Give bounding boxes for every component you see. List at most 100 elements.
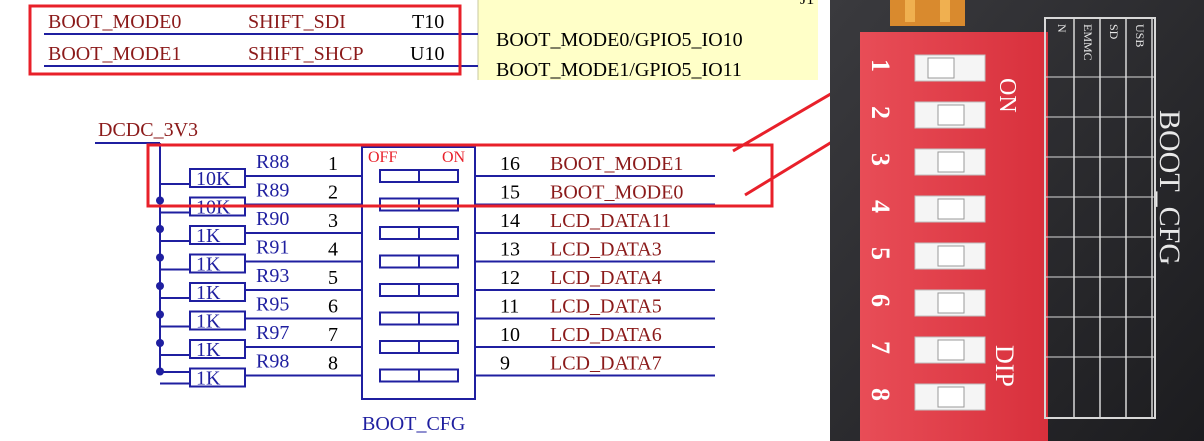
photo-dip-label: DIP — [990, 345, 1019, 387]
resistor-value: 1K — [196, 282, 221, 304]
boot-table: BOOT_MODE0 SHIFT_SDI T10 BOOT_MODE1 SHIF… — [28, 4, 743, 81]
pin-right-number: 12 — [500, 267, 520, 289]
photo-switch-knob — [937, 292, 965, 314]
resistor-ref: R91 — [256, 237, 289, 259]
dip-red-body — [860, 32, 1048, 441]
resistor-value: 1K — [196, 311, 221, 333]
net-name: BOOT_MODE1 — [550, 153, 683, 175]
pin-left-number: 6 — [328, 296, 338, 318]
resistor-ref: R97 — [256, 322, 289, 344]
silk-header: N — [1055, 24, 1069, 33]
photo-switch-knob — [937, 104, 965, 126]
boot-table-function-1: SHIFT_SHCP — [248, 43, 364, 65]
photo-switch-knob — [937, 245, 965, 267]
resistor-box — [189, 253, 246, 274]
resistor-box — [189, 282, 246, 302]
net-name: LCD_DATA7 — [550, 353, 662, 375]
resistor-ref: R95 — [256, 294, 289, 316]
silkscreen-table: N EMMC SD USB — [1044, 17, 1156, 419]
board-label: BOOT_CFG — [1153, 110, 1186, 265]
dip-switch-levers: 1 2 3 4 5 6 7 8 — [866, 54, 986, 411]
pin-right-number: 11 — [500, 296, 519, 318]
pin-right-number: 9 — [500, 353, 510, 375]
photo-switch-knob — [927, 57, 955, 79]
resistor-value: 1K — [196, 254, 221, 276]
photo-switch-knob — [937, 198, 965, 220]
photo-switch-number: 6 — [866, 294, 895, 307]
resistor-box — [189, 339, 246, 359]
boot-table-pin-1: U10 — [410, 43, 444, 65]
dip-switch-name: BOOT_CFG — [362, 413, 465, 435]
photo-switch-number: 2 — [866, 106, 895, 119]
pin-right-number: 15 — [500, 182, 520, 204]
resistor-ref: R90 — [256, 208, 289, 230]
resistor-ref: R88 — [256, 151, 289, 173]
pin-left-number: 2 — [328, 182, 338, 204]
pin-right-number: 14 — [500, 210, 520, 232]
photo-switch-number: 1 — [866, 59, 895, 72]
silk-header: USB — [1133, 24, 1147, 47]
schematic-diagram: J1 BOOT_MODE0 SHIFT_SDI T10 BOOT_MODE1 S… — [28, 0, 830, 435]
net-name: LCD_DATA11 — [550, 210, 671, 232]
pointer-arrows — [732, 92, 830, 197]
power-net-label: DCDC_3V3 — [98, 119, 198, 141]
pin-right-number: 13 — [500, 239, 520, 261]
silk-header: SD — [1107, 24, 1121, 40]
resistor-value: 1K — [196, 368, 221, 390]
photo-switch-number: 7 — [866, 341, 895, 354]
junction-dot — [156, 310, 164, 319]
resistor-value: 10K — [196, 168, 231, 190]
photo-switch-number: 8 — [866, 388, 895, 401]
photo-switch-number: 4 — [866, 200, 895, 213]
resistor-ref: R98 — [256, 351, 289, 373]
photo-switch-number: 5 — [866, 247, 895, 260]
boot-table-highlight — [28, 4, 462, 76]
resistor-box — [189, 310, 246, 331]
boot-table-signal-1: BOOT_MODE1 — [48, 43, 181, 65]
resistor-box — [189, 168, 246, 188]
pin-left-number: 1 — [328, 153, 338, 175]
photo-switch-number: 3 — [866, 153, 895, 166]
dip-switch-body — [361, 146, 476, 400]
orange-component — [890, 0, 965, 26]
net-name: LCD_DATA5 — [550, 296, 662, 318]
pin-left-number: 7 — [328, 324, 338, 346]
junction-dot — [156, 253, 164, 262]
net-label-0: BOOT_MODE0/GPIO5_IO10 — [496, 29, 743, 51]
pin-right-number: 16 — [500, 153, 520, 175]
connector-ref-fragment: J1 — [800, 0, 814, 8]
net-name: LCD_DATA3 — [550, 239, 662, 261]
resistor-ref: R93 — [256, 265, 289, 287]
resistor-ref: R89 — [256, 180, 289, 202]
junction-dot — [156, 282, 164, 290]
pin-left-number: 5 — [328, 267, 338, 289]
dip-switch-photo: 1 2 3 4 5 6 7 8 ON DIP N EMMC SD USB BOOT_CFG — [830, 0, 1204, 441]
resistor-value: 1K — [196, 225, 221, 247]
photo-switch-knob — [937, 386, 965, 408]
resistor-box — [189, 367, 246, 388]
photo-on-label: ON — [994, 78, 1020, 113]
pin-left-number: 4 — [328, 239, 338, 261]
resistor-value: 1K — [196, 339, 221, 361]
pin-left-number: 3 — [328, 210, 338, 232]
boot-mode-rows-highlight — [146, 143, 774, 208]
net-label-1: BOOT_MODE1/GPIO5_IO11 — [496, 59, 742, 81]
pin-right-number: 10 — [500, 324, 520, 346]
silk-header: EMMC — [1081, 24, 1095, 61]
dip-on-label: ON — [442, 149, 466, 166]
photo-switch-knob — [937, 339, 965, 361]
net-name: BOOT_MODE0 — [550, 182, 683, 204]
net-name: LCD_DATA4 — [550, 267, 662, 289]
boot-table-signal-0: BOOT_MODE0 — [48, 11, 181, 33]
net-label-block — [478, 0, 818, 80]
boot-table-function-0: SHIFT_SDI — [248, 11, 346, 33]
boot-table-pin-0: T10 — [412, 11, 444, 33]
junction-dot — [156, 225, 164, 233]
resistor-box — [189, 225, 246, 245]
junction-dot — [156, 339, 164, 347]
dip-off-label: OFF — [368, 149, 397, 166]
net-name: LCD_DATA6 — [550, 324, 662, 346]
junction-dot — [156, 196, 164, 205]
pin-left-number: 8 — [328, 353, 338, 375]
